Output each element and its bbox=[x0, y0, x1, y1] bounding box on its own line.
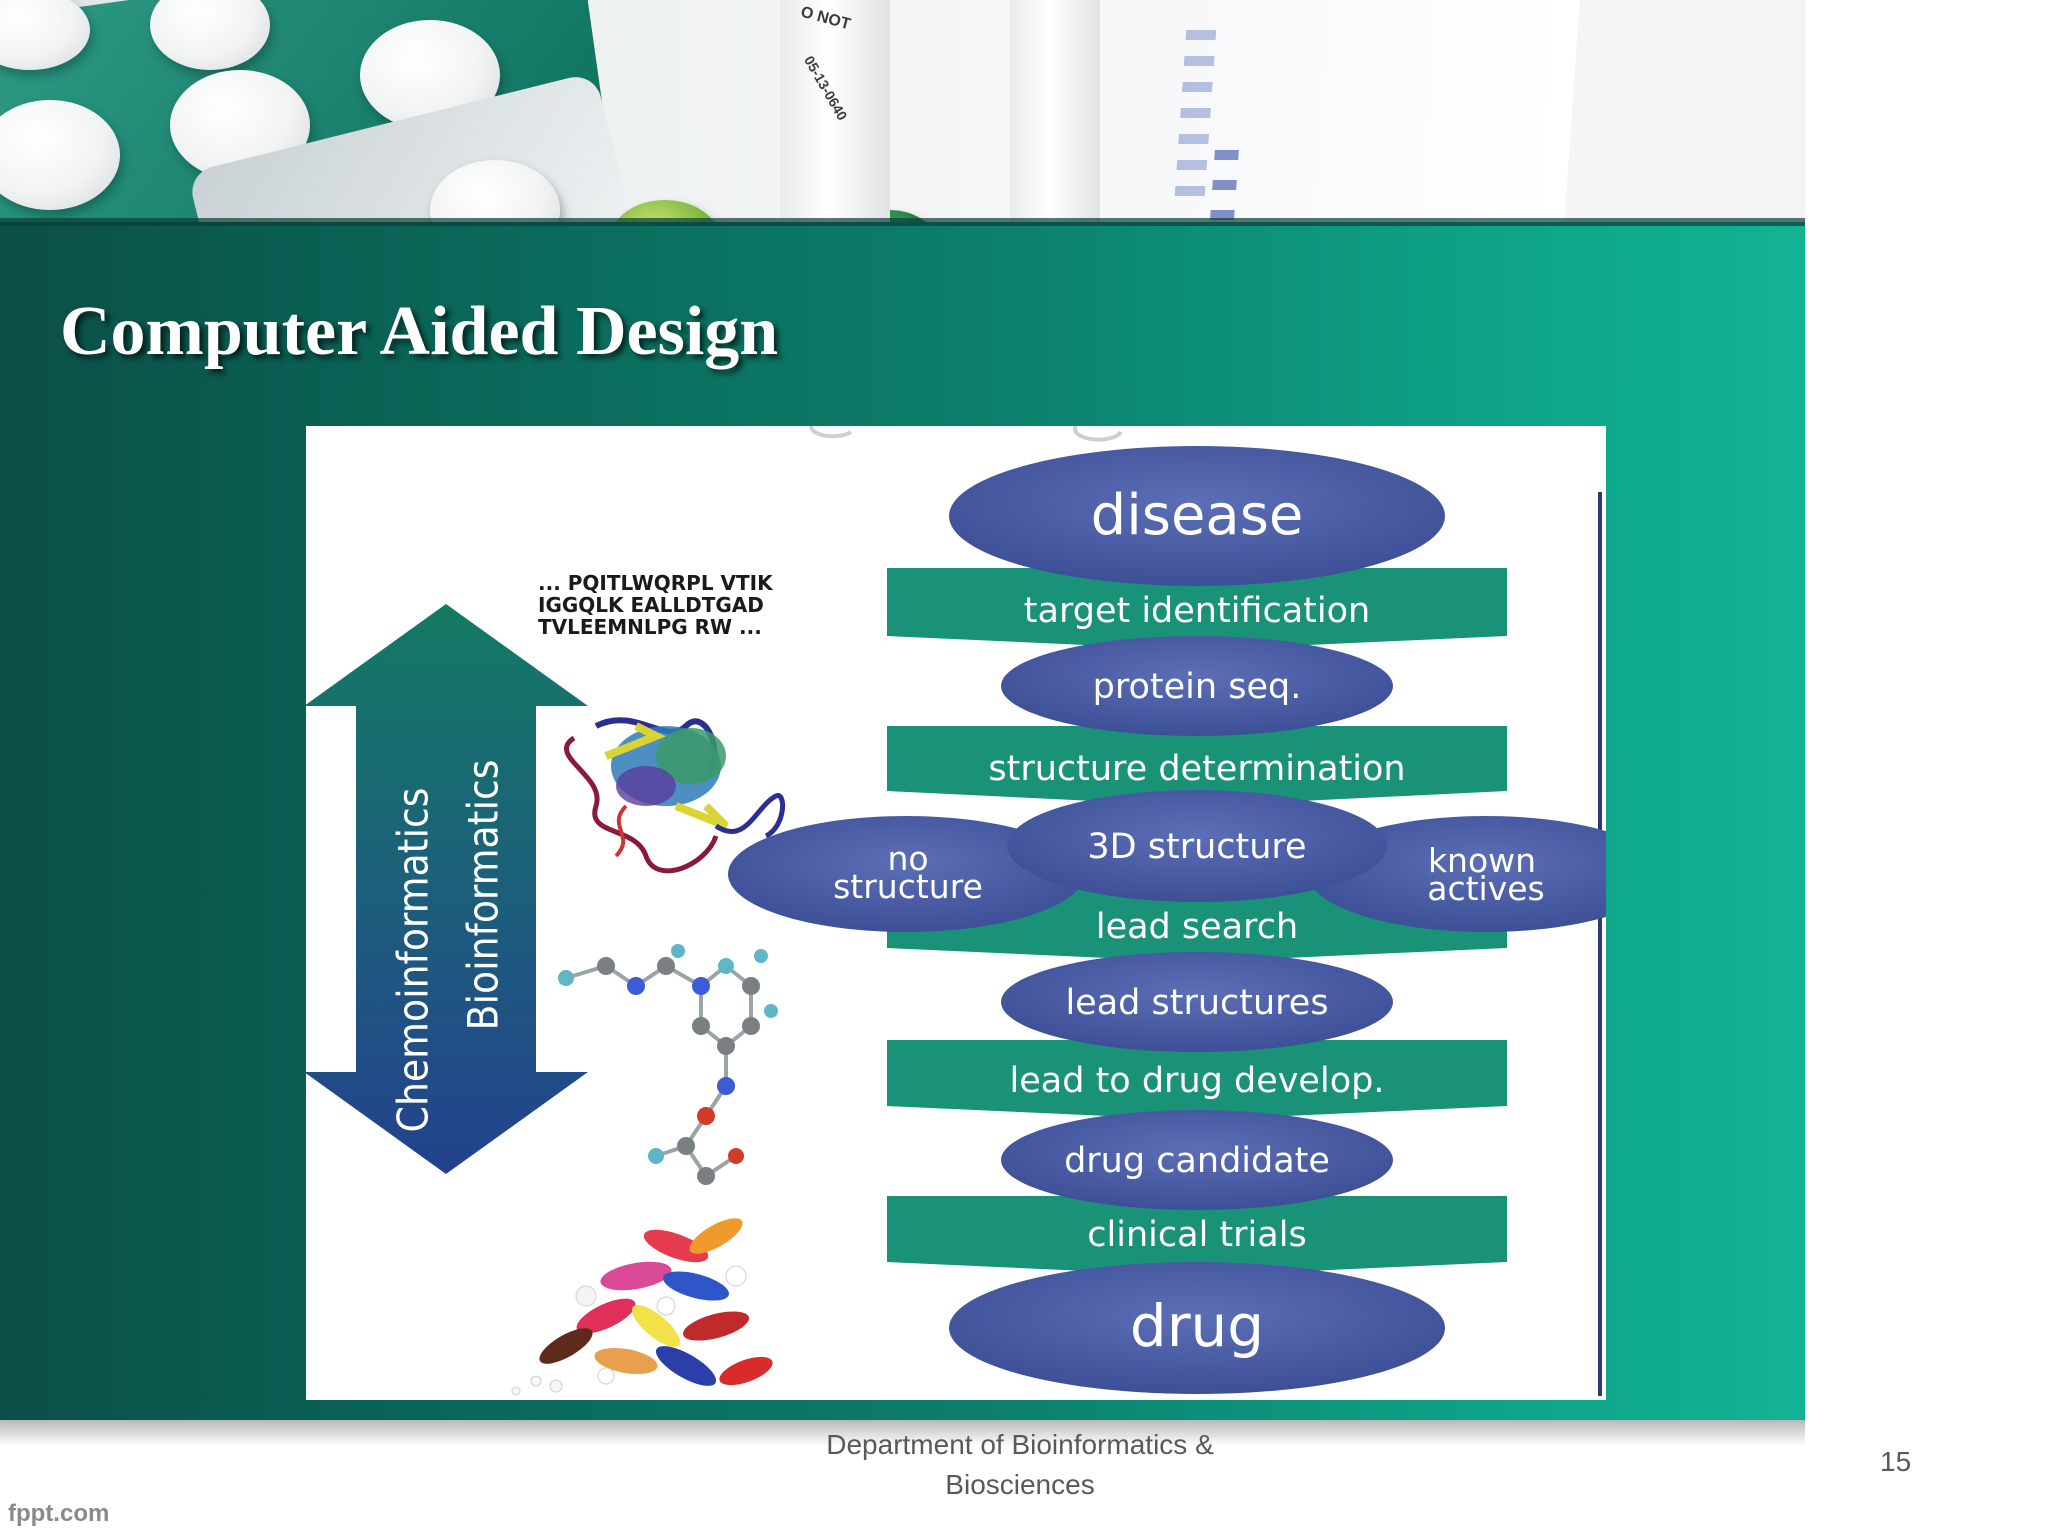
drug-design-diagram: Bioinformatics Chemoinformatics bbox=[306, 426, 1606, 1400]
figure-edge bbox=[1598, 492, 1602, 1396]
label-drug: drug bbox=[1130, 1292, 1264, 1360]
label-3d-structure: 3D structure bbox=[1087, 827, 1306, 867]
diagram-canvas: Bioinformatics Chemoinformatics bbox=[306, 426, 1606, 1396]
ellipse-3d-structure bbox=[1007, 790, 1387, 902]
second-bottle bbox=[1010, 0, 1100, 250]
ellipse-no-structure bbox=[728, 816, 1084, 932]
ellipse-drug bbox=[949, 1262, 1445, 1394]
pill bbox=[150, 0, 270, 70]
label-clinical-trials: clinical trials bbox=[1087, 1215, 1306, 1255]
label-known-actives-1: known bbox=[1428, 841, 1536, 880]
protein-sequence-text: ... PQITLWQRPL VTIK IGGQLK EALLDTGAD TVL… bbox=[538, 571, 773, 639]
label-lead-structures: lead structures bbox=[1065, 983, 1328, 1023]
bioinformatics-chemoinformatics-arrow bbox=[306, 604, 588, 1174]
band-shadow bbox=[0, 1420, 1805, 1446]
page-number: 15 bbox=[1880, 1446, 1912, 1477]
ellipse-protein-seq bbox=[1001, 636, 1393, 736]
label-lead-to-drug: lead to drug develop. bbox=[1010, 1061, 1385, 1101]
ellipse-disease bbox=[949, 446, 1445, 586]
label-lead-search: lead search bbox=[1096, 907, 1298, 947]
label-drug-candidate: drug candidate bbox=[1064, 1141, 1330, 1181]
label-disease: disease bbox=[1091, 483, 1304, 548]
label-no-structure-2: structure bbox=[833, 867, 983, 906]
label-target-identification: target identification bbox=[1024, 591, 1370, 631]
band-lead-to-drug bbox=[887, 1040, 1507, 1120]
molecule-image bbox=[558, 944, 778, 1185]
arrow-label-bioinformatics: Bioinformatics bbox=[459, 760, 508, 1031]
ellipse-lead-structures bbox=[1001, 952, 1393, 1052]
page-title: Computer Aided Design bbox=[60, 293, 779, 370]
decor-ring bbox=[1073, 426, 1123, 442]
medicine-bottle bbox=[780, 0, 890, 230]
band-structure-determination bbox=[887, 726, 1507, 806]
pill bbox=[0, 100, 120, 210]
decor-ring bbox=[809, 426, 853, 439]
label-protein-seq: protein seq. bbox=[1093, 667, 1302, 707]
band-target-identification bbox=[887, 568, 1507, 650]
footer-department: Department of Bioinformatics & Bioscienc… bbox=[826, 1429, 1214, 1500]
band-clinical-trials bbox=[887, 1196, 1507, 1276]
band-edge bbox=[0, 218, 1805, 226]
ellipse-drug-candidate bbox=[1001, 1110, 1393, 1210]
protein-structure-image bbox=[564, 717, 786, 874]
arrow-label-chemoinformatics: Chemoinformatics bbox=[389, 788, 438, 1133]
label-no-structure-1: no bbox=[887, 839, 928, 878]
label-structure-determination: structure determination bbox=[988, 749, 1405, 789]
pills-image bbox=[511, 1218, 773, 1396]
label-known-actives-2: actives bbox=[1427, 869, 1545, 908]
brand-logo-text: fppt.com bbox=[8, 1500, 110, 1527]
